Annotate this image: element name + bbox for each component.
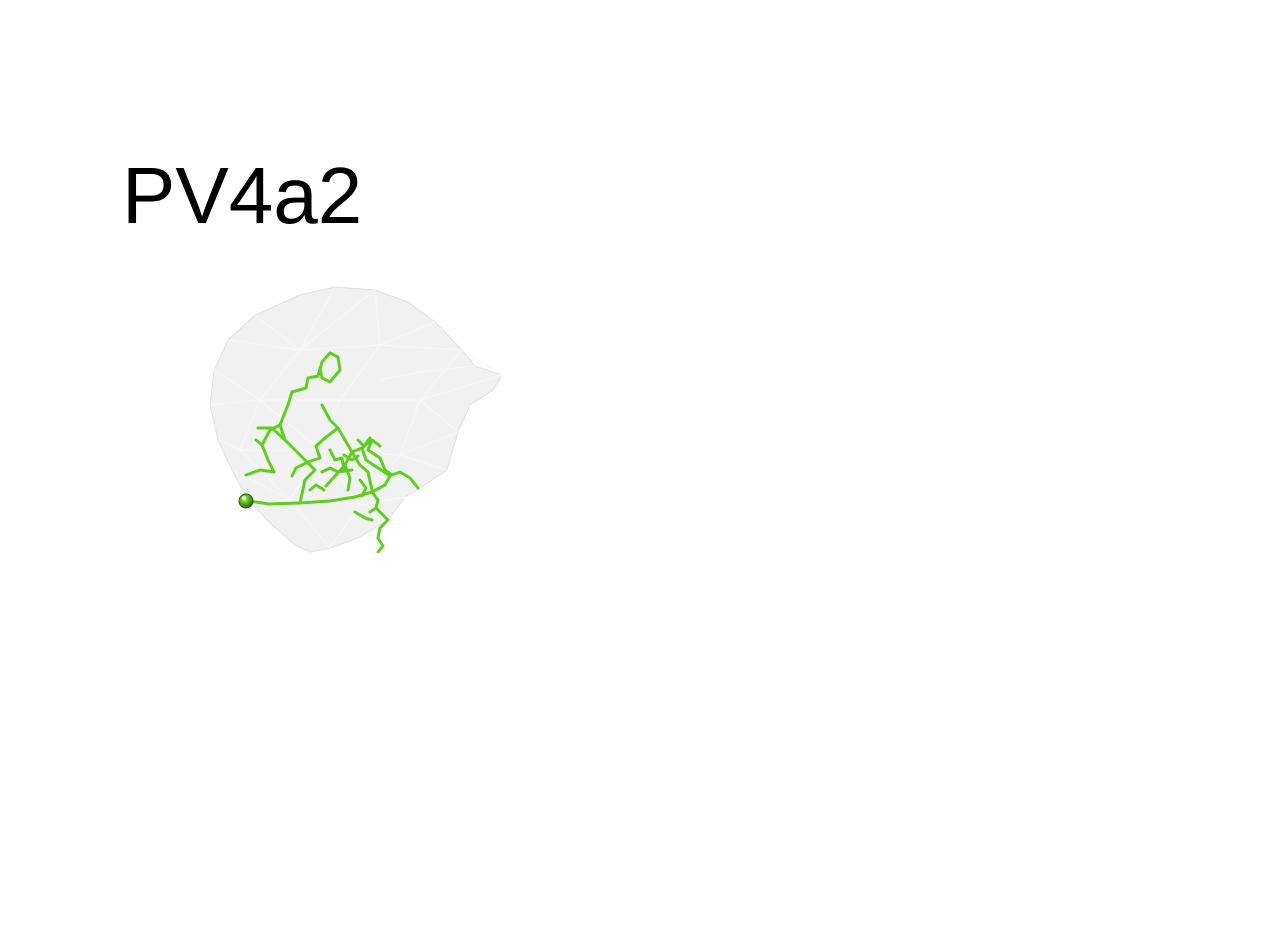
region-mesh [209, 286, 504, 553]
neuron-3d-render [209, 286, 504, 553]
soma-marker [238, 493, 254, 509]
page-title: PV4a2 [122, 151, 363, 240]
neuron-arbor [244, 351, 420, 553]
